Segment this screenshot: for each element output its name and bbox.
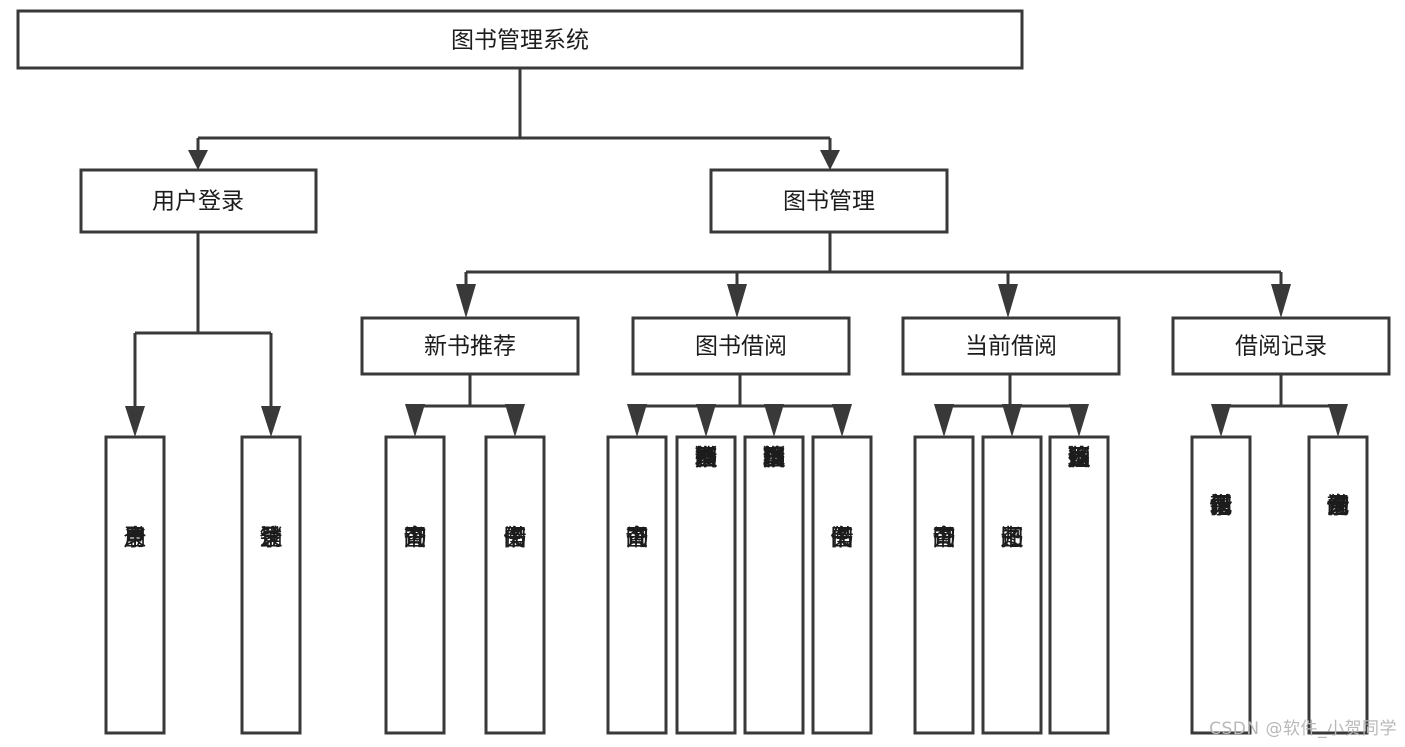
leaf-query-book-2-box[interactable]	[606, 435, 668, 735]
node-root-label: 图书管理系统	[451, 28, 589, 54]
node-book-management-label: 图书管理	[783, 189, 875, 215]
node-current-borrow[interactable]: 当前借阅	[901, 316, 1121, 376]
node-borrow-record-box[interactable]	[1171, 316, 1391, 376]
arrow-head-user-login	[188, 150, 208, 170]
leaf-query-book-3-box[interactable]	[913, 435, 975, 735]
node-book-borrow-box[interactable]	[631, 316, 851, 376]
node-user-login-box[interactable]	[79, 168, 318, 234]
leaf-layer: 用户登录 注销登录 查询图书 借阅图书 查询图书 新增图书（管理员） 编辑图书（…	[104, 435, 1369, 735]
node-new-book-recommend-box[interactable]	[360, 316, 580, 376]
arrow-head-leaf-add-book	[696, 404, 716, 437]
node-borrow-record[interactable]: 借阅记录	[1171, 316, 1391, 376]
leaf-node-borrow-book-1[interactable]: 借阅图书	[484, 435, 546, 735]
arrow-head-leaf-user-login	[125, 406, 145, 437]
arrow-head-leaf-user-logout	[261, 406, 281, 437]
leaf-query-book-3-label: 查询图书	[933, 525, 956, 551]
leaf-user-logout-label: 注销登录	[260, 525, 283, 551]
node-book-borrow[interactable]: 图书借阅	[631, 316, 851, 376]
leaf-add-book-label: 新增图书（管理员）	[695, 445, 718, 471]
node-new-book-recommend-label: 新书推荐	[424, 334, 516, 360]
leaf-return-book-label: 归还图书	[1001, 525, 1024, 551]
leaf-user-login-box[interactable]	[104, 435, 166, 735]
arrow-head-book-borrow	[727, 284, 747, 318]
node-current-borrow-box[interactable]	[901, 316, 1121, 376]
arrow-head-book-management	[820, 150, 840, 170]
leaf-edit-book-label: 编辑图书（管理员）	[763, 445, 786, 471]
leaf-node-edit-book[interactable]: 编辑图书（管理员）	[743, 435, 805, 735]
arrow-head-new-book-recommend	[456, 284, 476, 318]
arrow-head-leaf-return-book	[1002, 404, 1022, 437]
leaf-edit-book-box[interactable]	[743, 435, 805, 735]
leaf-node-query-book-3[interactable]: 查询图书	[913, 435, 975, 735]
leaf-node-add-book[interactable]: 新增图书（管理员）	[675, 435, 737, 735]
leaf-borrow-book-1-box[interactable]	[484, 435, 546, 735]
leaf-borrow-book-2-label: 借阅图书	[831, 525, 854, 551]
leaf-user-login-label: 用户登录	[124, 525, 147, 551]
node-current-borrow-label: 当前借阅	[965, 334, 1057, 360]
node-book-management-box[interactable]	[709, 168, 949, 234]
arrow-head-borrow-record	[1271, 284, 1291, 318]
leaf-node-user-login[interactable]: 用户登录	[104, 435, 166, 735]
node-borrow-record-label: 借阅记录	[1235, 334, 1327, 360]
node-user-login-label: 用户登录	[152, 189, 244, 215]
arrow-head-leaf-query-book-1	[405, 404, 425, 437]
leaf-node-user-logout[interactable]: 注销登录	[240, 435, 302, 735]
leaf-return-book-box[interactable]	[981, 435, 1043, 735]
leaf-borrow-book-1-label: 借阅图书	[504, 525, 527, 551]
connector-layer	[125, 68, 1348, 437]
arrow-head-leaf-add-record	[1211, 404, 1231, 437]
leaf-query-book-2-label: 查询图书	[626, 525, 649, 551]
leaf-add-record-label: 新增借阅记录	[1210, 493, 1233, 519]
leaf-node-borrow-book-2[interactable]: 借阅图书	[811, 435, 873, 735]
leaf-node-query-record[interactable]: 查询借阅记录	[1307, 435, 1369, 735]
arrow-head-leaf-query-book-2	[627, 404, 647, 437]
leaf-node-add-record[interactable]: 新增借阅记录	[1190, 435, 1252, 735]
leaf-query-record-label: 查询借阅记录	[1327, 493, 1350, 519]
arrow-head-leaf-query-record	[1328, 404, 1348, 437]
node-book-management[interactable]: 图书管理	[709, 168, 949, 234]
leaf-user-logout-box[interactable]	[240, 435, 302, 735]
leaf-add-book-box[interactable]	[675, 435, 737, 735]
node-user-login[interactable]: 用户登录	[79, 168, 318, 234]
arrow-head-leaf-confirm-return	[1069, 404, 1089, 437]
node-root[interactable]: 图书管理系统	[16, 9, 1024, 70]
arrow-head-leaf-borrow-book-2	[832, 404, 852, 437]
leaf-node-return-book[interactable]: 归还图书	[981, 435, 1043, 735]
leaf-node-query-book-2[interactable]: 查询图书	[606, 435, 668, 735]
arrow-head-leaf-query-book-3	[934, 404, 954, 437]
leaf-confirm-return-label: 确认归还（管理员）	[1068, 445, 1091, 471]
leaf-node-confirm-return[interactable]: 确认归还（管理员）	[1048, 435, 1110, 735]
leaf-query-record-box[interactable]	[1307, 435, 1369, 735]
node-new-book-recommend[interactable]: 新书推荐	[360, 316, 580, 376]
arrow-head-leaf-borrow-book-1	[505, 404, 525, 437]
leaf-add-record-box[interactable]	[1190, 435, 1252, 735]
node-book-borrow-label: 图书借阅	[695, 334, 787, 360]
arrow-head-leaf-edit-book	[764, 404, 784, 437]
leaf-borrow-book-2-box[interactable]	[811, 435, 873, 735]
leaf-node-query-book-1[interactable]: 查询图书	[384, 435, 446, 735]
arrow-head-current-borrow	[998, 284, 1018, 318]
leaf-confirm-return-box[interactable]	[1048, 435, 1110, 735]
node-root-box[interactable]	[16, 9, 1024, 70]
leaf-query-book-1-label: 查询图书	[404, 525, 427, 551]
leaf-query-book-1-box[interactable]	[384, 435, 446, 735]
